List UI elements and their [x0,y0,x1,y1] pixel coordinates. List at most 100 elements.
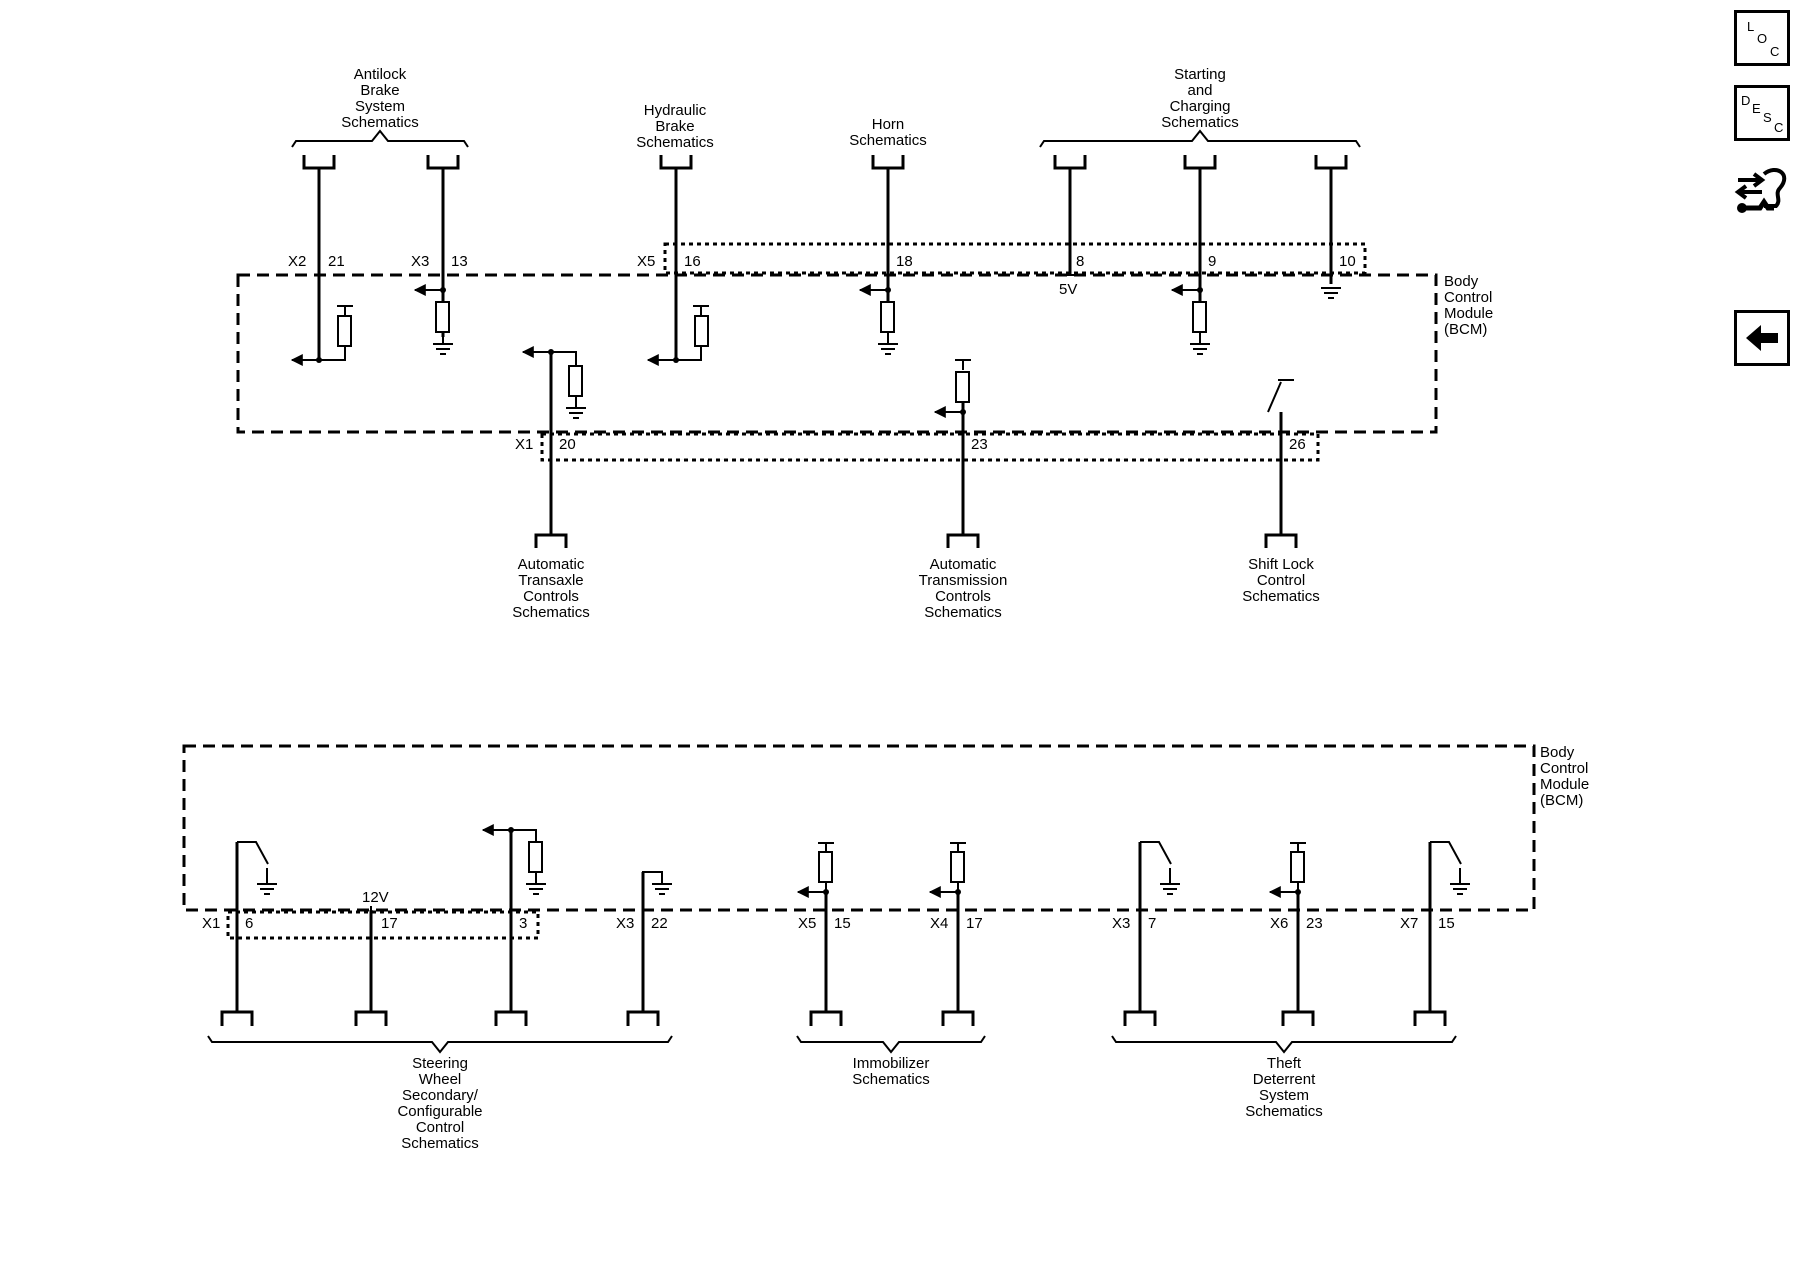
pin-18: 18 [896,253,913,270]
horn-label-1: Horn [872,116,905,133]
resistor-theft-23 [1290,851,1305,883]
shift-label-1: Shift Lock [1248,556,1314,573]
immo-node-17 [955,889,961,895]
abs-label-4: Schematics [341,114,419,131]
hyd-pullup [693,305,709,316]
resistor-sc [1192,301,1207,333]
sc-label-1: Starting [1174,66,1226,83]
sc-connector-1 [1053,155,1087,170]
sw-label-5: Control [416,1119,464,1136]
pin-x3b: X3 [1112,915,1130,932]
transaxle-group: X1 20 Automatic Transaxle Controls Schem… [512,346,590,621]
horn-group: Horn Schematics 18 [849,116,927,355]
theft-ground-15 [1450,868,1470,895]
pin-8: 8 [1076,253,1084,270]
abs-label-2: Brake [360,82,399,99]
sw-label-4: Configurable [397,1103,482,1120]
x1-connector-boundary [540,432,1320,462]
desc-letter-s: S [1763,110,1772,125]
sc-label-4: Schematics [1161,114,1239,131]
pin-x7: X7 [1400,915,1418,932]
abs-ground-2 [433,332,453,355]
resistor-abs-1 [337,315,352,347]
hydraulic-group: Hydraulic Brake Schematics X5 16 [636,102,714,366]
description-button[interactable]: D E S C [1734,85,1790,141]
sc-ground-2 [1190,332,1210,355]
sw-connector-6 [220,1010,254,1026]
location-button[interactable]: L O C [1734,10,1790,66]
steering-wheel-group: X1 6 12V 17 3 X3 22 Steering Wheel Secon… [202,824,673,1152]
pin-x3a: X3 [616,915,634,932]
sw-switch-6 [237,841,269,865]
immo-connector-15 [809,1010,843,1026]
theft-label-2: Deterrent [1253,1071,1316,1088]
resistor-horn [880,301,895,333]
sc-brace [1039,129,1361,148]
atx-branch [551,351,577,366]
sw-label-2: Wheel [419,1071,462,1088]
immo-label-1: Immobilizer [853,1055,930,1072]
abs-group: Antilock Brake System Schematics X2 21 X… [288,66,469,366]
desc-letter-d: D [1741,93,1751,108]
pin-17a: 17 [381,915,398,932]
top-module-label-2: Control [1444,289,1492,306]
sw-branch-3 [511,829,537,842]
shift-label-2: Control [1257,572,1305,589]
sw-connector-22 [626,1010,660,1026]
x1-bottom-connector-boundary [226,910,540,940]
hyd-label-3: Schematics [636,134,714,151]
connector-tool-icon[interactable] [1734,162,1792,220]
hyd-node [673,357,679,363]
atm-label-1: Automatic [930,556,997,573]
theft-switch-15 [1430,841,1462,865]
bottom-module-label-3: Module [1540,776,1589,793]
resistor-immo-15 [818,851,833,883]
sw-label-6: Schematics [401,1135,479,1152]
pin-3: 3 [519,915,527,932]
sw-label-3: Secondary/ [402,1087,479,1104]
atm-label-2: Transmission [919,572,1008,589]
transmission-group: 23 Automatic Transmission Controls Schem… [919,359,1008,621]
resistor-hyd [694,315,709,347]
shift-connector [1264,533,1298,548]
pin-15a: 15 [834,915,851,932]
sw-ground-3 [526,872,546,895]
atx-label-3: Controls [523,588,579,605]
pin-x4: X4 [930,915,948,932]
pin-12v: 12V [362,889,389,906]
theft-brace [1111,1035,1457,1054]
theft-connector-15 [1413,1010,1447,1026]
abs-node-2 [440,287,446,293]
atm-label-3: Controls [935,588,991,605]
back-button[interactable] [1734,310,1790,366]
pin-x1-bottom: X1 [202,915,220,932]
abs-brace [291,129,469,148]
atx-label-2: Transaxle [518,572,583,589]
pin-20: 20 [559,436,576,453]
atx-label-4: Schematics [512,604,590,621]
pin-x5-bottom: X5 [798,915,816,932]
pin-22: 22 [651,915,668,932]
abs-connector-1 [302,155,336,170]
pin-x2: X2 [288,253,306,270]
bottom-module-label-4: (BCM) [1540,792,1583,809]
theft-label-1: Theft [1267,1055,1302,1072]
horn-ground [878,332,898,355]
top-bcm-boundary [236,273,1438,434]
bottom-module-label-1: Body [1540,744,1575,761]
desc-letter-c: C [1774,120,1784,135]
atm-label-4: Schematics [924,604,1002,621]
pin-5v: 5V [1059,281,1077,298]
resistor-atm [955,371,970,403]
horn-connector [871,155,905,170]
sc-label-3: Charging [1170,98,1231,115]
loc-letter-o: O [1757,31,1768,46]
sc-connector-3 [1314,155,1348,170]
theft-node-23 [1295,889,1301,895]
immo-brace [796,1035,986,1054]
x5-connector-boundary [663,242,1367,275]
bottom-module-label-2: Control [1540,760,1588,777]
back-arrow-icon [1746,325,1778,351]
atx-ground [566,396,586,419]
